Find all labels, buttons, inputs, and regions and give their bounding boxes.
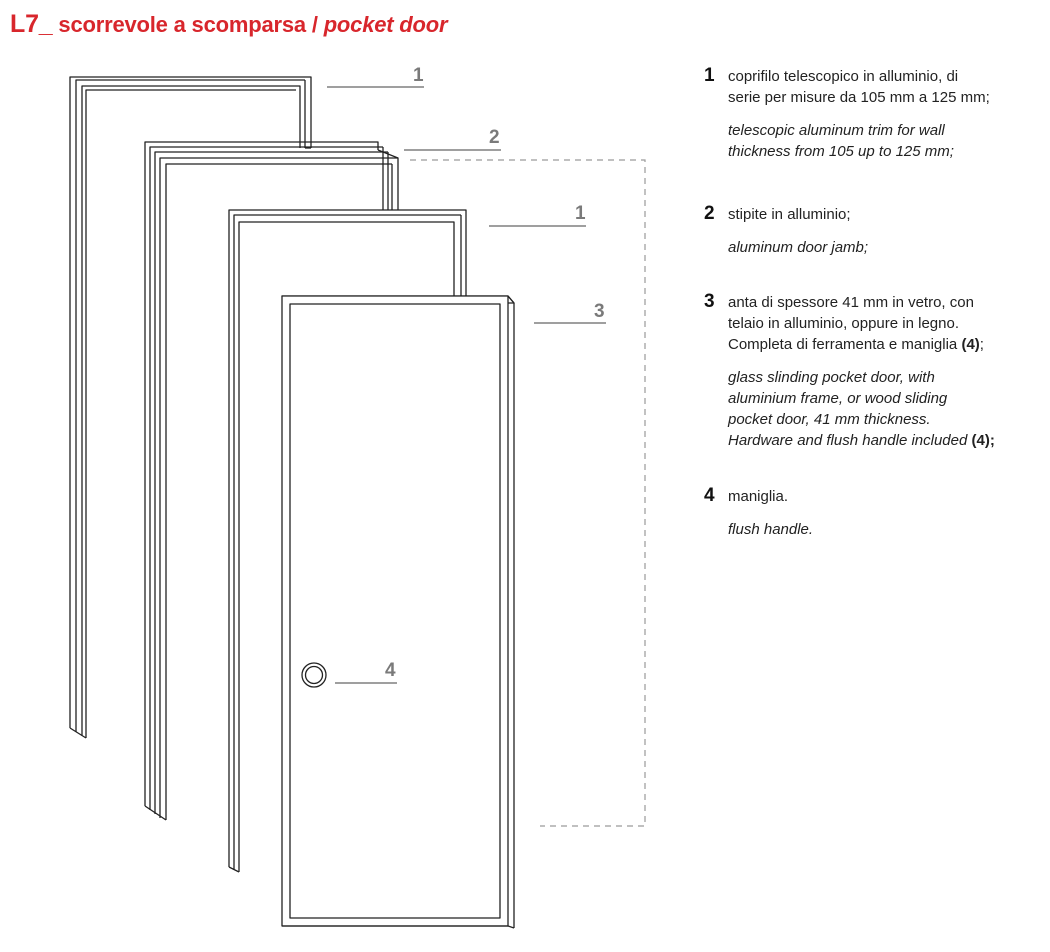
legend-item-2: 2 stipite in alluminio; aluminum door ja… [704, 203, 869, 258]
legend-text-italian: coprifilo telescopico in alluminio, di [728, 68, 959, 85]
legend-number: 3 [704, 291, 715, 312]
legend-text-english: telescopic aluminum trim for wall [728, 122, 945, 139]
callout-4: 4 [385, 660, 396, 681]
legend-text-english: thickness from 105 up to 125 mm; [728, 143, 954, 160]
model-code: L7_ [10, 10, 53, 38]
door-leaf [281, 295, 515, 929]
legend-text-english: pocket door, 41 mm thickness. [728, 411, 931, 428]
legend-text-italian: serie per misure da 105 mm a 125 mm; [728, 89, 990, 106]
legend-text-english: flush handle. [728, 521, 814, 538]
legend-text-italian: Completa di ferramenta e maniglia (4); [728, 336, 984, 353]
legend-text-italian: anta di spessore 41 mm in vetro, con [728, 294, 974, 311]
door-jamb [144, 141, 399, 821]
telescopic-trim-front [228, 209, 467, 873]
callout-1-front: 1 [575, 203, 586, 224]
callout-1-back: 1 [413, 65, 424, 86]
legend-text-english: aluminum door jamb; [728, 239, 869, 256]
title-italian: scorrevole a scomparsa / [58, 12, 318, 37]
page-title: L7_ scorrevole a scomparsa / pocket door [10, 10, 448, 39]
callout-3: 3 [594, 301, 605, 322]
flush-handle [301, 662, 327, 688]
legend-text-english: glass slinding pocket door, with [728, 369, 935, 386]
legend-text-italian: telaio in alluminio, oppure in legno. [728, 315, 959, 332]
telescopic-trim-back [69, 76, 312, 739]
legend-item-4: 4 maniglia. flush handle. [704, 485, 814, 540]
legend-text-italian: maniglia. [728, 488, 789, 505]
legend-item-1: 1 coprifilo telescopico in alluminio, di… [704, 65, 990, 162]
callout-2: 2 [489, 127, 500, 148]
legend-number: 1 [704, 65, 715, 86]
legend-text-english: Hardware and flush handle included (4); [728, 432, 995, 449]
legend-number: 2 [704, 203, 715, 224]
title-english: pocket door [323, 12, 448, 37]
legend-text-english: aluminium frame, or wood sliding [728, 390, 948, 407]
legend-item-3: 3 anta di spessore 41 mm in vetro, con t… [704, 291, 995, 451]
reference-4: (4) [961, 336, 980, 353]
legend-text-italian: stipite in alluminio; [728, 206, 851, 223]
reference-4: (4) [971, 432, 990, 449]
legend-number: 4 [704, 485, 715, 506]
